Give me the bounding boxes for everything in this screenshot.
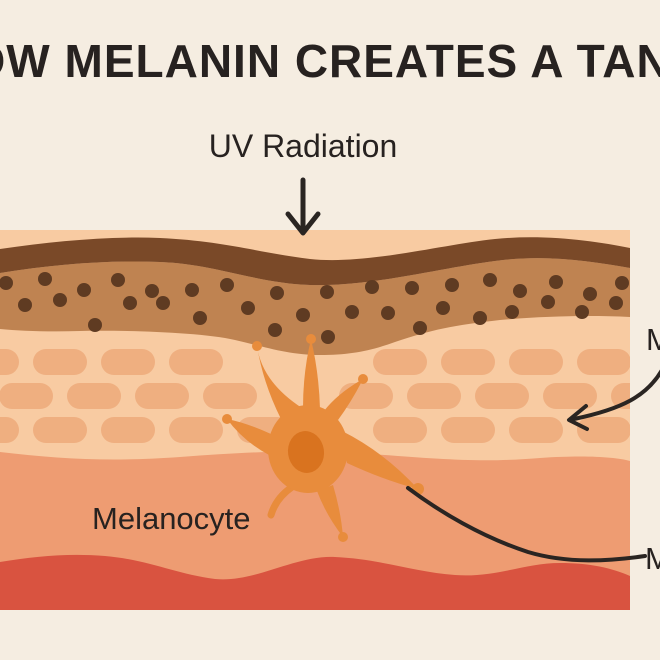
melanin-label: Melanin — [646, 322, 660, 357]
melanosome-pointer-line-icon — [406, 486, 647, 563]
deep-dermis-layer — [0, 554, 630, 610]
tan-melanin-layer — [0, 258, 630, 355]
melanocyte-label: Melanocyte — [92, 501, 251, 536]
melanin-pointer-arrow-icon — [567, 369, 660, 431]
skin-layers — [0, 230, 630, 610]
uv-arrow-down-icon — [285, 177, 321, 236]
uv-radiation-label: UV Radiation — [208, 128, 398, 164]
skin-surface-layer — [0, 237, 630, 286]
melanin-granule-dots — [0, 272, 629, 344]
melanocyte-dendrite-hook — [267, 483, 296, 519]
keratinocyte-cells — [0, 349, 630, 443]
melanosome-label: Melanosome — [645, 541, 660, 576]
melanocyte-cell — [222, 334, 424, 542]
melanocyte-nucleus — [287, 431, 325, 473]
page-title: HOW MELANIN CREATES A TAN — [0, 35, 660, 87]
